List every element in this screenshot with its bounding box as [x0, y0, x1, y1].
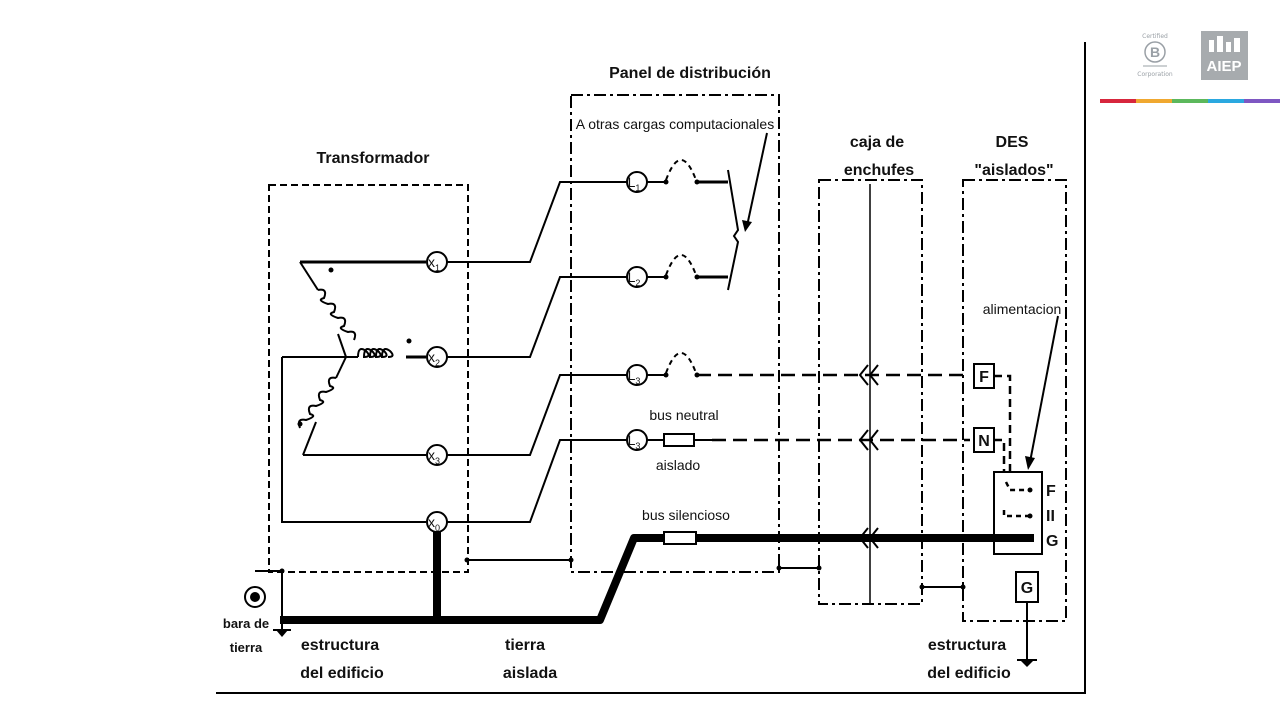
other-loads-brace [727, 169, 740, 291]
polarity-dot [328, 267, 334, 273]
terminal-x3: x3 [426, 444, 448, 466]
building-structure-right-label-1: estructura [928, 637, 1006, 654]
other-loads-arrowhead [742, 220, 752, 232]
svg-text:L1: L1 [628, 174, 641, 193]
svg-text:N: N [978, 433, 990, 450]
svg-text:B: B [1150, 44, 1160, 60]
svg-text:L3: L3 [628, 367, 641, 386]
other-loads-arrow [746, 132, 768, 227]
des-f-terminal: F [973, 363, 995, 389]
bcorp-logo: Certified B Corporation [1137, 33, 1173, 78]
building-structure-right-label-2: del edificio [927, 665, 1011, 682]
alimentacion-arrowhead [1025, 456, 1035, 470]
alimentacion-label: alimentacion [983, 301, 1062, 317]
building-structure-label-2: del edificio [300, 665, 384, 682]
polarity-dot [406, 338, 412, 344]
building-structure-label-1: estructura [301, 637, 379, 654]
bus-silencioso-label: bus silencioso [642, 507, 730, 523]
aiep-logo: AIEP [1201, 31, 1248, 80]
distribution-panel-box [570, 94, 780, 573]
outlet-g-label: G [1046, 533, 1058, 550]
des-n-terminal: N [973, 427, 995, 453]
isolated-ground-label-2: aislada [503, 665, 557, 682]
alimentacion-arrow [1029, 315, 1059, 463]
feeder-l3 [447, 374, 627, 456]
panel-title: Panel de distribución [609, 65, 771, 82]
feeder-l1 [447, 181, 627, 263]
svg-text:G: G [1021, 580, 1033, 597]
transformer-box [268, 184, 469, 573]
other-loads-label: A otras cargas computacionales [576, 116, 774, 132]
isolated-ground-label-1: tierra [505, 637, 545, 654]
outlet-ii-label: II [1046, 508, 1055, 525]
x0-wire [281, 357, 426, 523]
ground-rod-label-2: tierra [230, 640, 263, 655]
transformer-coils [282, 261, 394, 456]
silent-bus [280, 534, 1034, 624]
socket-box-label-1: caja de [850, 134, 904, 151]
feeder-neutral [447, 439, 627, 523]
svg-text:L3: L3 [628, 432, 641, 451]
polarity-dot [297, 421, 303, 427]
svg-text:F: F [979, 369, 989, 386]
des-label-2: "aislados" [974, 162, 1053, 179]
color-stripe [1100, 99, 1280, 103]
terminal-x0: x0 [426, 511, 448, 533]
svg-text:AIEP: AIEP [1206, 58, 1241, 75]
socket-box-label-2: enchufes [844, 162, 914, 179]
transformer-label: Transformador [317, 150, 430, 167]
aislado-label: aislado [656, 457, 701, 473]
bus-neutral-label: bus neutral [649, 407, 718, 423]
bond-dot [776, 565, 782, 571]
breaker-l2: L2 [626, 254, 728, 288]
des-phase-link [994, 374, 1030, 492]
socket-contacts [858, 364, 879, 549]
svg-text:L2: L2 [628, 269, 641, 288]
silent-bus-resistor [663, 531, 697, 545]
bond-dot [919, 584, 925, 590]
building-ground-symbol [273, 629, 291, 637]
neutral-bus-resistor [663, 433, 695, 447]
outlet-f-label: F [1046, 483, 1056, 500]
svg-text:Certified: Certified [1142, 33, 1168, 40]
bond-dot [464, 557, 470, 563]
des-label-1: DES [996, 134, 1029, 151]
svg-text:x3: x3 [428, 447, 440, 466]
feeder-l2 [447, 276, 627, 358]
terminal-x2: x2 [426, 346, 448, 368]
neutral-terminal: L3 [626, 429, 712, 451]
bond-dot [279, 568, 285, 574]
ground-rod-label-1: bara de [223, 616, 269, 631]
des-box [962, 179, 1067, 622]
svg-text:x2: x2 [428, 349, 440, 368]
svg-text:x1: x1 [428, 254, 440, 273]
bond-dot [568, 557, 574, 563]
terminal-x1: x1 [426, 251, 448, 273]
des-ground-terminal: G [1015, 571, 1039, 667]
svg-text:x0: x0 [428, 514, 440, 533]
ground-rod-symbol [244, 586, 266, 608]
breaker-l3: L3 [626, 352, 700, 386]
bond-dot [960, 584, 966, 590]
bond-dot [816, 565, 822, 571]
svg-text:Corporation: Corporation [1137, 71, 1173, 78]
breaker-l1: L1 [626, 159, 728, 193]
